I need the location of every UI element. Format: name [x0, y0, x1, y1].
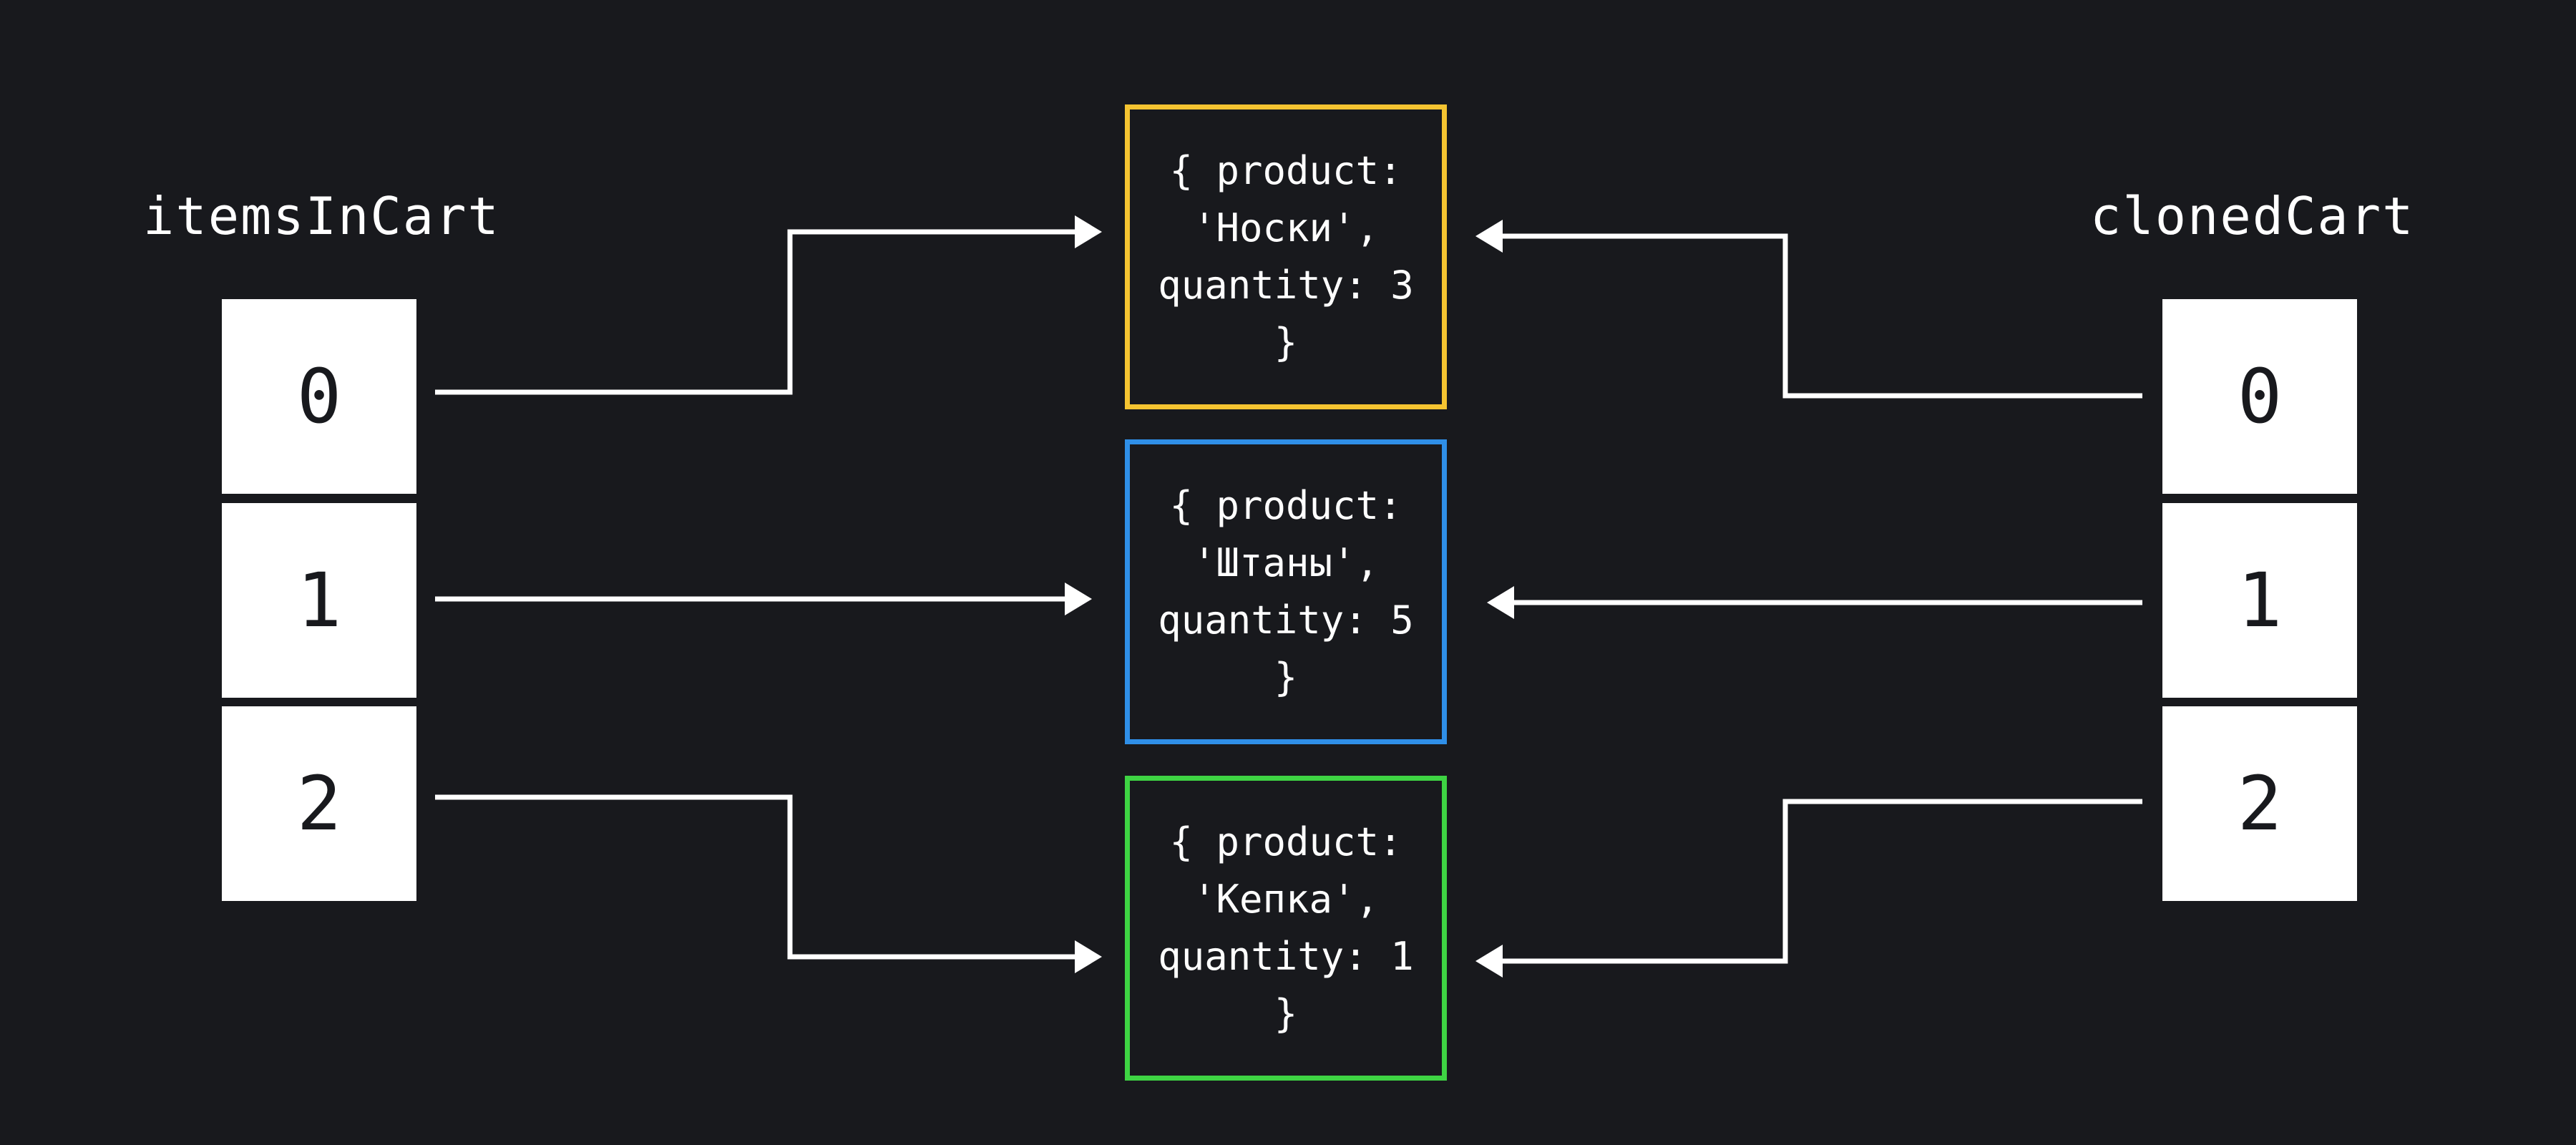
arrowhead-left-2: [1075, 940, 1102, 973]
arrow-right-0-to-object-0: [1497, 233, 2142, 399]
object-0-line-1: { product:: [1169, 148, 1402, 193]
right-array-cell-1: 1: [2162, 503, 2357, 698]
object-1-line-3: quantity: 5: [1158, 598, 1414, 643]
right-array-title: clonedCart: [2090, 186, 2415, 246]
left-array-cell-0: 0: [222, 299, 416, 494]
object-2-line-4: }: [1274, 991, 1298, 1036]
right-array-cell-0: 0: [2162, 299, 2357, 494]
object-2-line-3: quantity: 1: [1158, 934, 1414, 979]
object-box-0: { product: 'Носки', quantity: 3 }: [1125, 104, 1447, 409]
arrowhead-right-0: [1475, 220, 1503, 253]
arrow-right-2-to-object-2: [1497, 799, 2142, 964]
object-box-1: { product: 'Штаны', quantity: 5 }: [1125, 439, 1447, 744]
arrowhead-left-1: [1065, 583, 1092, 615]
left-array-cell-2: 2: [222, 706, 416, 901]
object-0-line-2: 'Носки',: [1192, 205, 1380, 250]
object-2-line-2: 'Кепка',: [1192, 877, 1380, 922]
object-1-line-2: 'Штаны',: [1192, 540, 1380, 585]
object-0-line-4: }: [1274, 320, 1298, 365]
left-array-title: itemsInCart: [143, 186, 500, 246]
right-array-cell-2: 2: [2162, 706, 2357, 901]
arrowhead-left-0: [1075, 215, 1102, 248]
object-1-line-1: { product:: [1169, 483, 1402, 528]
arrow-left-0-to-object-0: [435, 229, 1082, 395]
object-1-line-4: }: [1274, 655, 1298, 700]
left-array-cell-1: 1: [222, 503, 416, 698]
arrowhead-right-1: [1487, 586, 1514, 619]
object-0-line-3: quantity: 3: [1158, 263, 1414, 308]
arrow-left-2-to-object-2: [435, 794, 1082, 960]
object-2-line-1: { product:: [1169, 819, 1402, 864]
object-box-2: { product: 'Кепка', quantity: 1 }: [1125, 776, 1447, 1081]
arrowhead-right-2: [1475, 945, 1503, 978]
